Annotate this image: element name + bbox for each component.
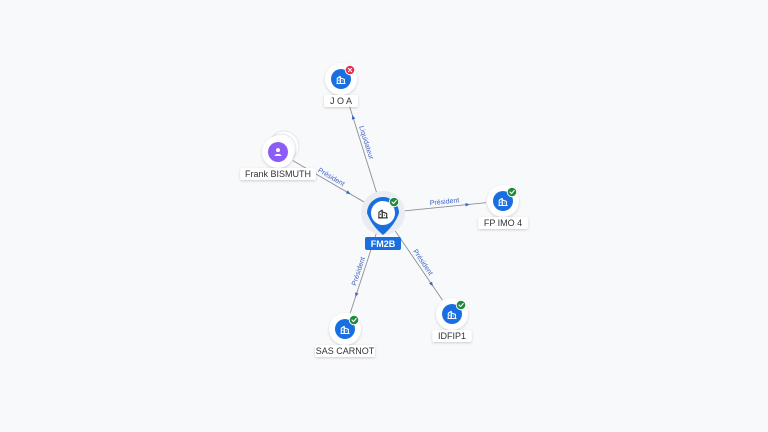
edge-frank-center bbox=[292, 160, 366, 203]
check-badge-icon bbox=[506, 186, 518, 198]
node-label: SAS CARNOT bbox=[315, 345, 375, 357]
edge-label-joa: Liquidateur bbox=[357, 125, 374, 161]
center-node[interactable]: FM2B bbox=[361, 191, 405, 250]
center-label-pill bbox=[365, 237, 401, 250]
node-label-text: J O A bbox=[330, 96, 352, 106]
edge-arrow-sascarnot bbox=[355, 292, 359, 297]
edge-center-fpimo4 bbox=[403, 202, 487, 212]
edge-label-fpimo4: Président bbox=[429, 197, 459, 207]
node-label-text: SAS CARNOT bbox=[316, 346, 375, 356]
check-badge-icon bbox=[455, 299, 467, 311]
check-badge-icon bbox=[388, 196, 400, 208]
error-badge-icon bbox=[344, 64, 356, 76]
edge-center-idfip1 bbox=[394, 230, 443, 301]
node-j-o-a[interactable]: J O A bbox=[324, 63, 358, 107]
edge-arrow-idfip1 bbox=[429, 281, 433, 287]
edge-arrow-joa bbox=[351, 115, 356, 120]
edge-arrow-center bbox=[345, 190, 351, 195]
node-label-text: FP IMO 4 bbox=[484, 218, 522, 228]
node-label: FP IMO 4 bbox=[478, 217, 528, 229]
node-label: IDFIP1 bbox=[432, 330, 472, 342]
node-fp-imo-4[interactable]: FP IMO 4 bbox=[478, 185, 528, 229]
node-frank-bismuth[interactable]: Frank BISMUTH bbox=[240, 130, 316, 180]
node-sas-carnot[interactable]: SAS CARNOT bbox=[315, 313, 375, 357]
node-idfip1[interactable]: IDFIP1 bbox=[432, 298, 472, 342]
check-badge-icon bbox=[348, 314, 360, 326]
node-label-text: Frank BISMUTH bbox=[245, 169, 311, 179]
edge-label-center: Président bbox=[316, 167, 345, 188]
edge-label-sascarnot: Président bbox=[351, 256, 367, 286]
node-label: J O A bbox=[324, 95, 358, 107]
edge-center-joa bbox=[345, 95, 378, 194]
center-node-label: FM2B bbox=[371, 239, 396, 249]
node-label-text: IDFIP1 bbox=[438, 331, 466, 341]
edge-label-idfip1: Président bbox=[411, 248, 433, 276]
edge-arrow-fpimo4 bbox=[465, 202, 470, 207]
node-label: Frank BISMUTH bbox=[240, 168, 316, 180]
